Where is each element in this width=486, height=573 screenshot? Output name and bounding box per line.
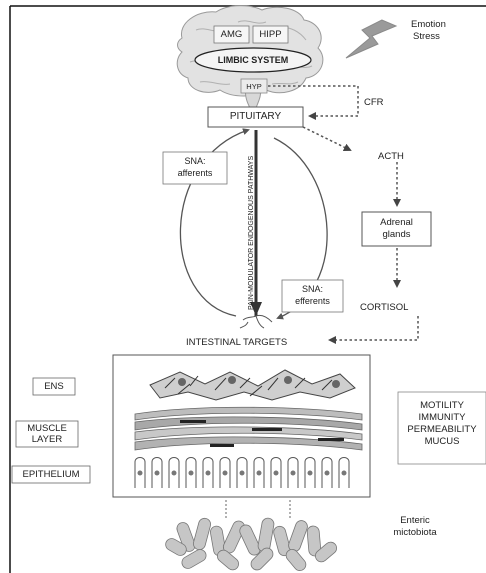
muscle-label-line2: LAYER (16, 434, 78, 445)
epithelium-label: EPITHELIUM (12, 469, 90, 480)
microbiota-label-line2: mictobiota (380, 527, 450, 538)
microbiota-label-line1: Enteric (380, 515, 450, 526)
adrenal-label-line2: glands (362, 229, 431, 240)
sna-efferents-label-line1: SNA: (282, 284, 343, 295)
cortisol-to-targets-arrow (330, 316, 418, 340)
microbiota-illustration (163, 517, 339, 573)
amg-label: AMG (214, 29, 249, 40)
lightning-bolt-icon (346, 20, 396, 58)
sna-efferents-label-line2: efferents (282, 296, 343, 307)
cortisol-label: CORTISOL (360, 302, 408, 313)
effect-permeability: PERMEABILITY (398, 424, 486, 435)
adrenal-label-line1: Adrenal (362, 217, 431, 228)
nerve-endings (240, 315, 272, 328)
sna-afferents-label-line1: SNA: (163, 156, 227, 167)
hipp-label: HIPP (253, 29, 288, 40)
ens-label: ENS (33, 381, 75, 392)
hyp-label: HYP (241, 81, 267, 92)
acth-label: ACTH (378, 151, 404, 162)
emotion-label: Emotion (411, 19, 446, 30)
effect-immunity: IMMUNITY (398, 412, 486, 423)
cfr-label: CFR (364, 97, 384, 108)
effect-motility: MOTILITY (398, 400, 486, 411)
pituitary-label: PITUITARY (208, 111, 303, 122)
stress-label: Stress (413, 31, 440, 42)
intestinal-targets-label: INTESTINAL TARGETS (186, 337, 287, 348)
pituitary-to-acth-arrow (303, 127, 350, 150)
sna-afferents-label-line2: afferents (163, 168, 227, 179)
muscle-label-line1: MUSCLE (16, 423, 78, 434)
limbic-system-label: LIMBIC SYSTEM (195, 55, 311, 66)
pain-modulator-pathway-label: PAIN-MODULATOR ENDOGENOUS PATHWAYS (246, 132, 257, 310)
effect-mucus: MUCUS (398, 436, 486, 447)
